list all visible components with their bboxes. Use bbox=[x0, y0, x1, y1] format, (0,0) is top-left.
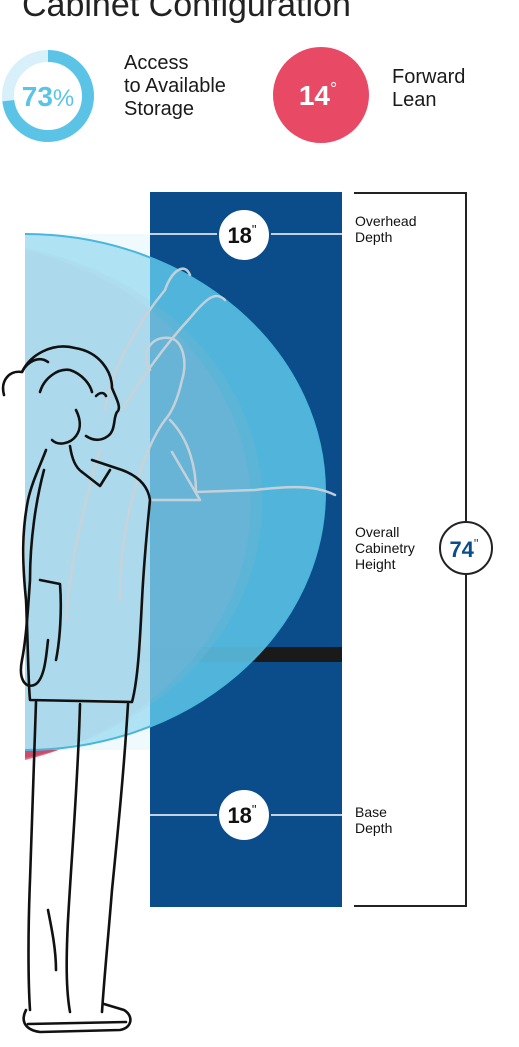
svg-text:74": 74" bbox=[449, 536, 478, 562]
overall-height-label-line: Cabinetry bbox=[355, 540, 415, 556]
overall-height-label-line: Overall bbox=[355, 524, 400, 540]
overall-height-value: 74 bbox=[449, 537, 474, 562]
lean-label-line: Forward bbox=[392, 66, 466, 88]
base-depth-badge: 18" bbox=[217, 788, 271, 842]
lean-label-line: Lean bbox=[392, 89, 437, 111]
overhead-depth-unit: " bbox=[252, 222, 257, 237]
access-value: 73 bbox=[22, 81, 53, 112]
overhead-depth-label-line: Overhead bbox=[355, 213, 417, 229]
access-stat-ring: 73% bbox=[2, 50, 94, 142]
access-stat-label: Access to Available Storage bbox=[124, 52, 284, 121]
page-title: Cabinet Configuration bbox=[22, 0, 351, 24]
access-ring-fill bbox=[2, 50, 94, 142]
svg-text:18": 18" bbox=[227, 802, 256, 828]
lean-unit: ° bbox=[330, 79, 337, 99]
overhead-depth-badge: 18" bbox=[217, 208, 271, 262]
overall-height-badge: 74" bbox=[439, 521, 493, 575]
standing-figure bbox=[1, 345, 152, 1034]
svg-text:14°: 14° bbox=[299, 79, 337, 111]
overall-height-label-line: Height bbox=[355, 556, 396, 572]
base-depth-label: Base Depth bbox=[355, 804, 392, 836]
access-label-line: Access bbox=[124, 52, 189, 74]
access-label-line: Storage bbox=[124, 98, 195, 120]
svg-text:18": 18" bbox=[227, 222, 256, 248]
base-depth-unit: " bbox=[252, 802, 257, 817]
reaching-figure-ghost bbox=[64, 267, 337, 622]
lean-value: 14 bbox=[299, 80, 331, 111]
lean-stat-badge: 14° bbox=[273, 47, 369, 143]
access-unit: % bbox=[53, 85, 74, 112]
lean-badge-circle bbox=[273, 47, 369, 143]
overall-height-unit: " bbox=[474, 536, 479, 551]
overhead-depth-label: Overhead Depth bbox=[355, 213, 416, 245]
overhead-depth-value: 18 bbox=[227, 223, 251, 248]
overall-height-label: Overall Cabinetry Height bbox=[355, 524, 415, 572]
base-depth-label-line: Depth bbox=[355, 820, 393, 836]
svg-text:73%: 73% bbox=[22, 81, 75, 112]
lean-stat-label: Forward Lean bbox=[392, 66, 512, 112]
base-depth-value: 18 bbox=[227, 803, 251, 828]
access-label-line: to Available bbox=[124, 75, 226, 97]
overhead-depth-label-line: Depth bbox=[355, 229, 393, 245]
base-depth-label-line: Base bbox=[355, 804, 387, 820]
